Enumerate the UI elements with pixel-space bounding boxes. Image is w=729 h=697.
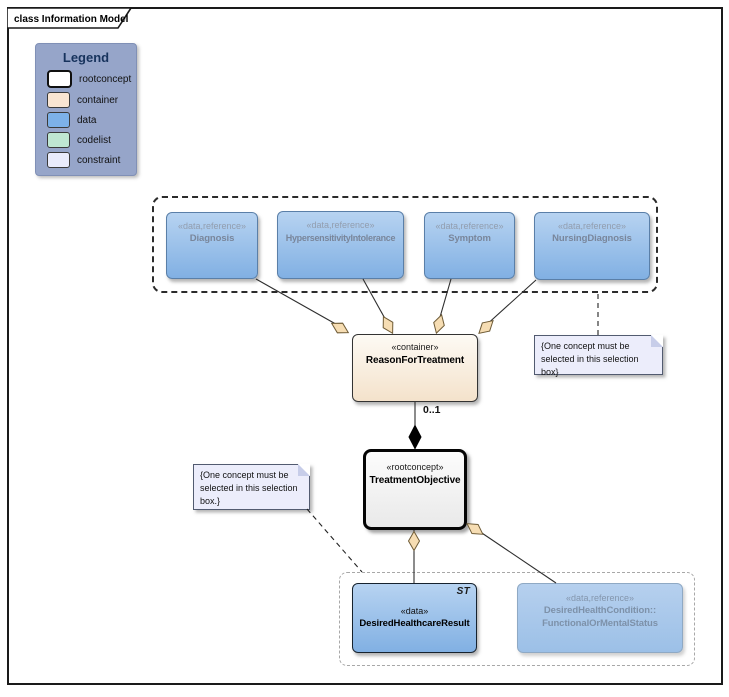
class-functionalormentalstatus[interactable]: «data,reference» DesiredHealthCondition:… — [517, 583, 683, 653]
legend-label: container — [77, 94, 119, 106]
stereotype-label: «data,reference» — [177, 221, 247, 231]
legend-label: rootconcept — [79, 73, 132, 85]
stereotype-label: «data» — [400, 606, 429, 616]
legend-item-rootconcept: rootconcept — [36, 70, 136, 88]
legend-item-container: container — [36, 92, 136, 108]
legend-item-data: data — [36, 112, 136, 128]
stereotype-label: «container» — [391, 342, 439, 352]
legend[interactable]: Legend rootconcept container data codeli… — [35, 43, 137, 176]
constraint-swatch — [47, 152, 70, 168]
stereotype-label: «data,reference» — [306, 220, 375, 230]
legend-title: Legend — [62, 50, 110, 65]
stereotype-label: «data,reference» — [557, 221, 627, 231]
class-name: Symptom — [448, 232, 491, 244]
class-name: ReasonForTreatment — [365, 354, 465, 366]
class-name: Diagnosis — [189, 232, 235, 244]
legend-item-codelist: codelist — [36, 132, 136, 148]
note-text: {One concept must be selected in this se… — [541, 341, 639, 378]
stereotype-label: «data,reference» — [435, 221, 504, 231]
frame-title-tab: class Information Model — [7, 7, 133, 29]
frame-title: class Information Model — [14, 14, 129, 25]
class-name: NursingDiagnosis — [552, 232, 632, 244]
class-diagnosis[interactable]: «data,reference» Diagnosis — [166, 212, 258, 279]
legend-label: data — [77, 114, 97, 126]
class-reasonfortreatment[interactable]: «container» ReasonForTreatment — [352, 334, 478, 402]
legend-label: constraint — [77, 154, 121, 166]
class-name: DesiredHealthcareResult — [359, 617, 470, 629]
class-name-line2: FunctionalOrMentalStatus — [542, 617, 658, 629]
frame-tab-shape — [7, 7, 133, 29]
rootconcept-swatch — [47, 70, 72, 88]
legend-item-constraint: constraint — [36, 152, 136, 168]
codelist-swatch — [47, 132, 70, 148]
class-name: TreatmentObjective — [369, 474, 461, 486]
container-swatch — [47, 92, 70, 108]
class-name-line1: DesiredHealthCondition:: — [543, 604, 657, 616]
selection-box-top[interactable] — [152, 196, 658, 293]
stereotype-label: «rootconcept» — [386, 462, 444, 472]
class-treatmentobjective[interactable]: «rootconcept» TreatmentObjective — [363, 449, 467, 530]
st-tag: ST — [456, 586, 470, 597]
legend-label: codelist — [77, 134, 111, 146]
class-desiredhealthcareresult[interactable]: ST «data» DesiredHealthcareResult — [352, 583, 477, 653]
note-text: {One concept must be selected in this se… — [200, 470, 298, 507]
data-swatch — [47, 112, 70, 128]
stereotype-label: «data,reference» — [565, 593, 635, 603]
class-nursingdiagnosis[interactable]: «data,reference» NursingDiagnosis — [534, 212, 650, 280]
constraint-note-right[interactable]: {One concept must be selected in this se… — [534, 335, 663, 378]
class-symptom[interactable]: «data,reference» Symptom — [424, 212, 515, 279]
class-hypersensitivityintolerance[interactable]: «data,reference» HypersensitivityIntoler… — [277, 211, 404, 279]
class-name: HypersensitivityIntolerance — [285, 232, 396, 243]
constraint-note-left[interactable]: {One concept must be selected in this se… — [193, 464, 310, 510]
